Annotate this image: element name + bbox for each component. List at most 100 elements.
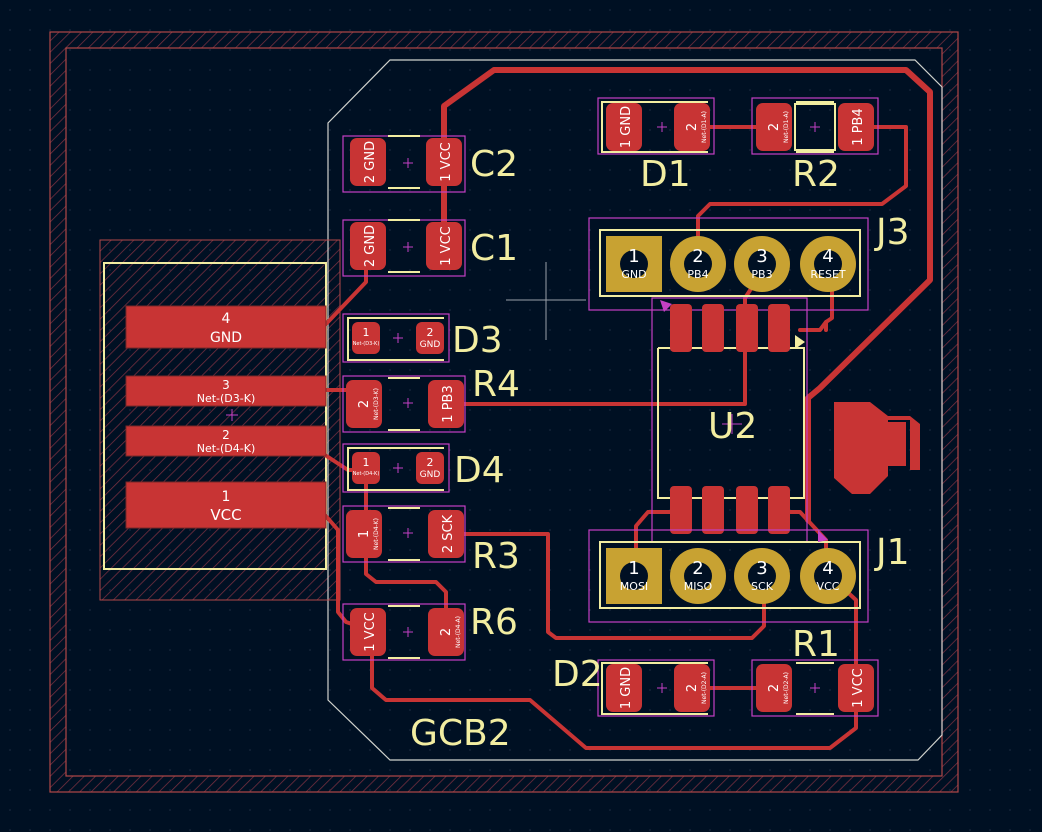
R1-pad-2[interactable]: 2Net-(D2-A)	[756, 664, 792, 712]
U2-reference: U2	[708, 406, 757, 447]
J1-pin-4[interactable]: 4 VCC	[800, 548, 856, 604]
usb-pad-2-net: Net-(D4-K)	[197, 442, 256, 455]
C1-pad-1[interactable]: 1 VCC	[426, 222, 462, 270]
J3-pin-2[interactable]: 2 PB4	[670, 236, 726, 292]
J1-reference: J1	[874, 532, 910, 573]
usb-pad-3[interactable]: 3 Net-(D3-K)	[125, 375, 327, 407]
R3-pad-1[interactable]: 1Net-(D4-K)	[346, 510, 382, 558]
capacitor-C2[interactable]: 2 GND 1 VCC C2	[342, 135, 518, 193]
resistor-R3[interactable]: 1Net-(D4-K) 2 SCK R3	[342, 505, 520, 577]
R2-pad-2[interactable]: 2Net-(D1-A)	[756, 103, 792, 151]
D3-reference: D3	[452, 320, 503, 361]
R4-pad-1[interactable]: 1 PB3	[428, 380, 464, 428]
C2-pad-2-label: 2 GND	[363, 141, 378, 183]
C2-pad-1[interactable]: 1 VCC	[426, 138, 462, 186]
C2-pad-2[interactable]: 2 GND	[350, 138, 386, 186]
C1-pad-2[interactable]: 2 GND	[350, 222, 386, 270]
D1-reference: D1	[640, 154, 691, 195]
J1-pin-2-num: 2	[692, 558, 703, 579]
led-D2[interactable]: 1 GND 2Net-(D2-A) D2	[552, 654, 715, 717]
R4-pad-1-label: 1 PB3	[441, 385, 456, 422]
C1-reference: C1	[470, 228, 518, 269]
R3-pad-2[interactable]: 2 SCK	[428, 510, 464, 558]
origin-crosshair-icon	[506, 262, 586, 340]
usb-pad-4-num: 4	[222, 311, 231, 327]
J1-pin-1-num: 1	[628, 558, 639, 579]
J1-pin-1[interactable]: 1 MOSI	[606, 548, 662, 604]
J1-pin-3-net: SCK	[751, 580, 774, 593]
usb-pad-1-net: VCC	[210, 506, 241, 524]
D2-pad-2-label: 2Net-(D2-A)	[685, 672, 708, 704]
usb-connector[interactable]: 4 GND 3 Net-(D3-K) 2 Net-(D4-K) 1 VCC	[125, 305, 327, 529]
R6-pad-1[interactable]: 1 VCC	[350, 608, 386, 656]
J1-pin-2[interactable]: 2 MISO	[670, 548, 726, 604]
J1-pin-4-num: 4	[822, 558, 833, 579]
J3-pin-1[interactable]: 1 GND	[606, 236, 662, 292]
board-edge-outline	[327, 59, 943, 761]
J1-orientation-arrow-icon	[818, 530, 828, 542]
J3-pin-2-net: PB4	[687, 268, 708, 281]
C1-pad-2-label: 2 GND	[363, 225, 378, 267]
C2-pad-1-label: 1 VCC	[439, 142, 454, 181]
D2-pad-1-label: 1 GND	[619, 667, 634, 709]
D1-pad-1-label: 1 GND	[619, 106, 634, 148]
J3-pin-3-num: 3	[756, 246, 767, 267]
U2-bottom-pads	[670, 486, 790, 534]
capacitor-C1[interactable]: 2 GND 1 VCC C1	[342, 219, 518, 277]
R2-pad-2-label: 2Net-(D1-A)	[767, 111, 790, 143]
D2-pad-2[interactable]: 2Net-(D2-A)	[674, 664, 710, 712]
R2-reference: R2	[792, 154, 840, 195]
usb-pad-4[interactable]: 4 GND	[125, 305, 327, 349]
J3-pin-1-num: 1	[628, 246, 639, 267]
resistor-R6[interactable]: 1 VCC 2Net-(D4-A) R6	[342, 602, 518, 661]
board-name-label: GCB2	[410, 713, 511, 754]
R6-pad-2[interactable]: 2Net-(D4-A)	[428, 608, 464, 656]
header-J3[interactable]: 1 GND 2 PB4 3 PB3 4 RESET J3	[588, 212, 910, 311]
led-D1[interactable]: 1 GND 2Net-(D1-A) D1	[597, 97, 715, 195]
J1-pin-1-net: MOSI	[620, 580, 648, 593]
ic-U2[interactable]: U2	[651, 297, 808, 543]
usb-pad-4-net: GND	[210, 330, 242, 346]
usb-pad-2-num: 2	[222, 428, 230, 442]
usb-pad-3-num: 3	[222, 378, 230, 392]
resistor-R1[interactable]: 2Net-(D2-A) 1 VCC R1	[751, 624, 879, 717]
J1-pin-3-num: 3	[756, 558, 767, 579]
J3-pin-3-net: PB3	[751, 268, 772, 281]
usb-pad-1[interactable]: 1 VCC	[125, 481, 327, 529]
R4-pad-2-label: 2Net-(D3-K)	[357, 388, 380, 420]
usb-pad-1-num: 1	[222, 489, 231, 505]
J3-pin-1-net: GND	[621, 268, 646, 281]
R4-pad-2[interactable]: 2Net-(D3-K)	[346, 380, 382, 428]
R1-pad-1[interactable]: 1 VCC	[838, 664, 874, 712]
J3-pin-3[interactable]: 3 PB3	[734, 236, 790, 292]
C2-reference: C2	[470, 144, 518, 185]
D1-pad-1[interactable]: 1 GND	[606, 103, 642, 151]
R6-pad-1-label: 1 VCC	[363, 612, 378, 651]
R6-reference: R6	[470, 602, 518, 643]
R1-reference: R1	[792, 624, 840, 665]
R2-pad-1[interactable]: 1 PB4	[838, 103, 874, 151]
header-J1[interactable]: 1 MOSI 2 MISO 3 SCK 4 VCC J1	[588, 529, 910, 623]
usb-pad-2[interactable]: 2 Net-(D4-K)	[125, 425, 327, 457]
usb-pad-3-net: Net-(D3-K)	[197, 392, 256, 405]
R3-pad-1-label: 1Net-(D4-K)	[357, 518, 380, 550]
D2-pad-1[interactable]: 1 GND	[606, 664, 642, 712]
D1-pad-2[interactable]: 2Net-(D1-A)	[674, 103, 710, 151]
J3-pin-4-num: 4	[822, 246, 833, 267]
resistor-R2[interactable]: 2Net-(D1-A) 1 PB4 R2	[751, 97, 879, 195]
resistor-R4[interactable]: 2Net-(D3-K) 1 PB3 R4	[342, 364, 520, 433]
R6-pad-2-label: 2Net-(D4-A)	[439, 616, 462, 648]
J3-pin-4[interactable]: 4 RESET	[800, 236, 856, 292]
C1-pad-1-label: 1 VCC	[439, 226, 454, 265]
J1-pin-3[interactable]: 3 SCK	[734, 548, 790, 604]
